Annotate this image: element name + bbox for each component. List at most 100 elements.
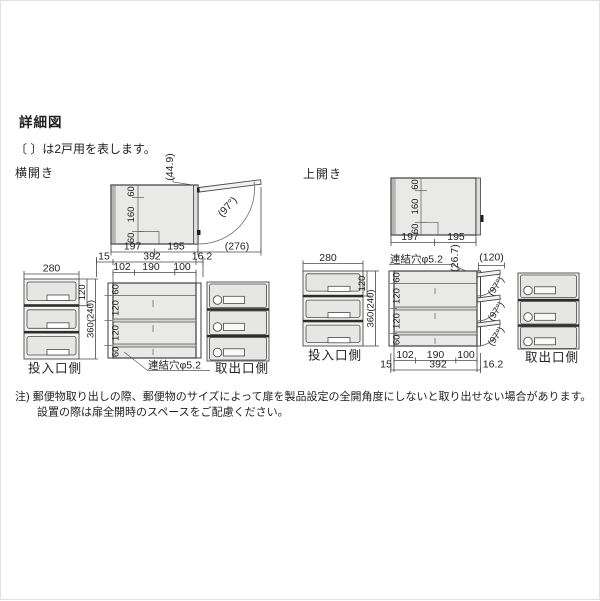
divider (303, 294, 363, 298)
dim-depth-total: 392 (143, 251, 161, 263)
dim-ticks (390, 235, 477, 246)
dim-front-102: 102 (396, 349, 414, 361)
note-line-2: 設置の際は扉全開時のスペースをご配慮ください。 (37, 405, 289, 419)
inlet-slot (46, 294, 70, 301)
side-open-inlet-view: 280 120 360(240) 投入口側 (23, 263, 98, 376)
side-open-outlet-view: 取出口側 (206, 281, 270, 376)
dim-front-100: 100 (173, 261, 191, 273)
section-shelf (112, 343, 197, 348)
dim-depth-197: 197 (401, 231, 419, 243)
section-label-side-open: 横開き (15, 166, 54, 180)
page-title: 詳細図 (19, 114, 63, 130)
plan-width-dim-lines (132, 185, 160, 244)
label-joint-hole: 連結穴φ5.2 (390, 253, 443, 266)
top-open-inlet-view: 280 120 360(240) 投入口側 (302, 252, 379, 363)
dim-front-102: 102 (113, 261, 131, 273)
dim-open-angle: (97°) (486, 300, 507, 323)
leader-door-offset (172, 176, 197, 186)
dim-open-angle: (97°) (486, 275, 507, 298)
dim-height-120: 120 (392, 288, 403, 304)
dim-height-120: 120 (111, 300, 122, 316)
section-shelf (393, 331, 478, 336)
dim-open-depth: (276) (225, 241, 250, 253)
door-swing-arc (476, 320, 501, 347)
label-joint-hole: 連結穴φ5.2 (148, 359, 201, 372)
lock-icon (212, 322, 223, 332)
inlet-slot (327, 312, 351, 319)
dim-ticks (23, 271, 80, 279)
inlet-slot (327, 337, 351, 344)
dim-door-offset: (44.9) (164, 153, 176, 180)
dim-width-outer: 280 (319, 252, 337, 264)
divider (518, 324, 579, 327)
dim-ticks (478, 262, 505, 271)
dim-width-part-60: 60 (126, 186, 137, 197)
name-plate (534, 337, 556, 346)
hinge-mark (197, 187, 201, 193)
inlet-slot (46, 322, 70, 329)
dim-height-60: 60 (111, 284, 122, 295)
dim-front-190: 190 (142, 261, 160, 273)
dim-ticks (390, 353, 481, 373)
plan-door-closed (193, 184, 199, 245)
divider (303, 319, 363, 323)
name-plate (223, 348, 245, 357)
name-plate (223, 322, 245, 331)
lock-icon (523, 285, 533, 296)
dim-depth-197: 197 (124, 241, 142, 253)
top-open-section-view: 60 120 120 60 (97°) (97°) (97°) 102 190 (380, 269, 507, 373)
dim-height-120: 120 (392, 313, 403, 329)
dim-depth-195: 195 (447, 231, 465, 243)
dim-top-gap: (26.7) (449, 244, 461, 271)
lock-icon (523, 312, 533, 322)
lock-icon (523, 336, 533, 347)
note-line-1: 注) 郵便物取り出しの際、郵便物のサイズによって扉を製品設定の全開角度にしないと… (15, 389, 591, 403)
dim-width-part-160: 160 (410, 199, 421, 215)
top-open-doors: (97°) (97°) (97°) (476, 269, 507, 348)
dim-top-open-width: (120) (479, 252, 504, 264)
dim-ticks (79, 278, 98, 360)
dim-height-60: 60 (392, 272, 403, 283)
dim-ticks (96, 257, 204, 277)
dim-width-part-60: 60 (410, 224, 421, 235)
dim-open-angle: (97°) (216, 194, 240, 219)
side-open-section-dims-top: 15 392 16.2 102 190 100 (96, 251, 212, 283)
top-open-outlet-view: 取出口側 (517, 272, 580, 365)
latch-mark (480, 215, 484, 222)
section-shelf (393, 306, 478, 311)
dim-depth-total: 392 (429, 359, 447, 371)
lock-icon (212, 295, 223, 305)
name-plate (534, 312, 556, 321)
dim-depth-195: 195 (167, 241, 185, 253)
inlet-slot (327, 285, 351, 292)
dim-open-angle: (97°) (486, 325, 507, 348)
dim-front-190: 190 (427, 349, 445, 361)
dim-height-total: 360(240) (366, 289, 377, 327)
dim-height-60: 60 (111, 347, 122, 358)
top-open-plan-view: 60 160 60 197 195 (390, 177, 484, 246)
section-shelf (112, 318, 197, 323)
dim-offset-right: 16.2 (483, 359, 504, 371)
joint-hole-leader (123, 351, 148, 371)
label-outlet-side: 取出口側 (215, 362, 269, 376)
door-swing-arc (198, 181, 255, 245)
dim-width-part-60: 60 (410, 179, 421, 190)
side-open-section-view: 60 120 120 60 連結穴φ5.2 (104, 282, 210, 372)
compartment-marks (390, 283, 436, 344)
name-plate (534, 286, 556, 295)
dim-width-outer: 280 (43, 263, 61, 275)
divider (518, 298, 579, 302)
dim-ticks (363, 270, 379, 347)
dim-width-part-160: 160 (126, 207, 137, 223)
plan-door-open (198, 179, 262, 193)
plan-body (390, 177, 477, 236)
dim-offset-left: 15 (98, 251, 110, 263)
divider (207, 334, 269, 338)
dim-height-120: 120 (111, 325, 122, 341)
dim-ticks (302, 260, 364, 271)
page-subtitle: 〔 〕は2戸用を表します。 (15, 142, 156, 156)
dim-ticks (112, 269, 197, 283)
side-open-plan-view: 60 160 60 (44.9) (97°) 197 195 (276) (110, 153, 262, 256)
name-plate (223, 295, 245, 304)
